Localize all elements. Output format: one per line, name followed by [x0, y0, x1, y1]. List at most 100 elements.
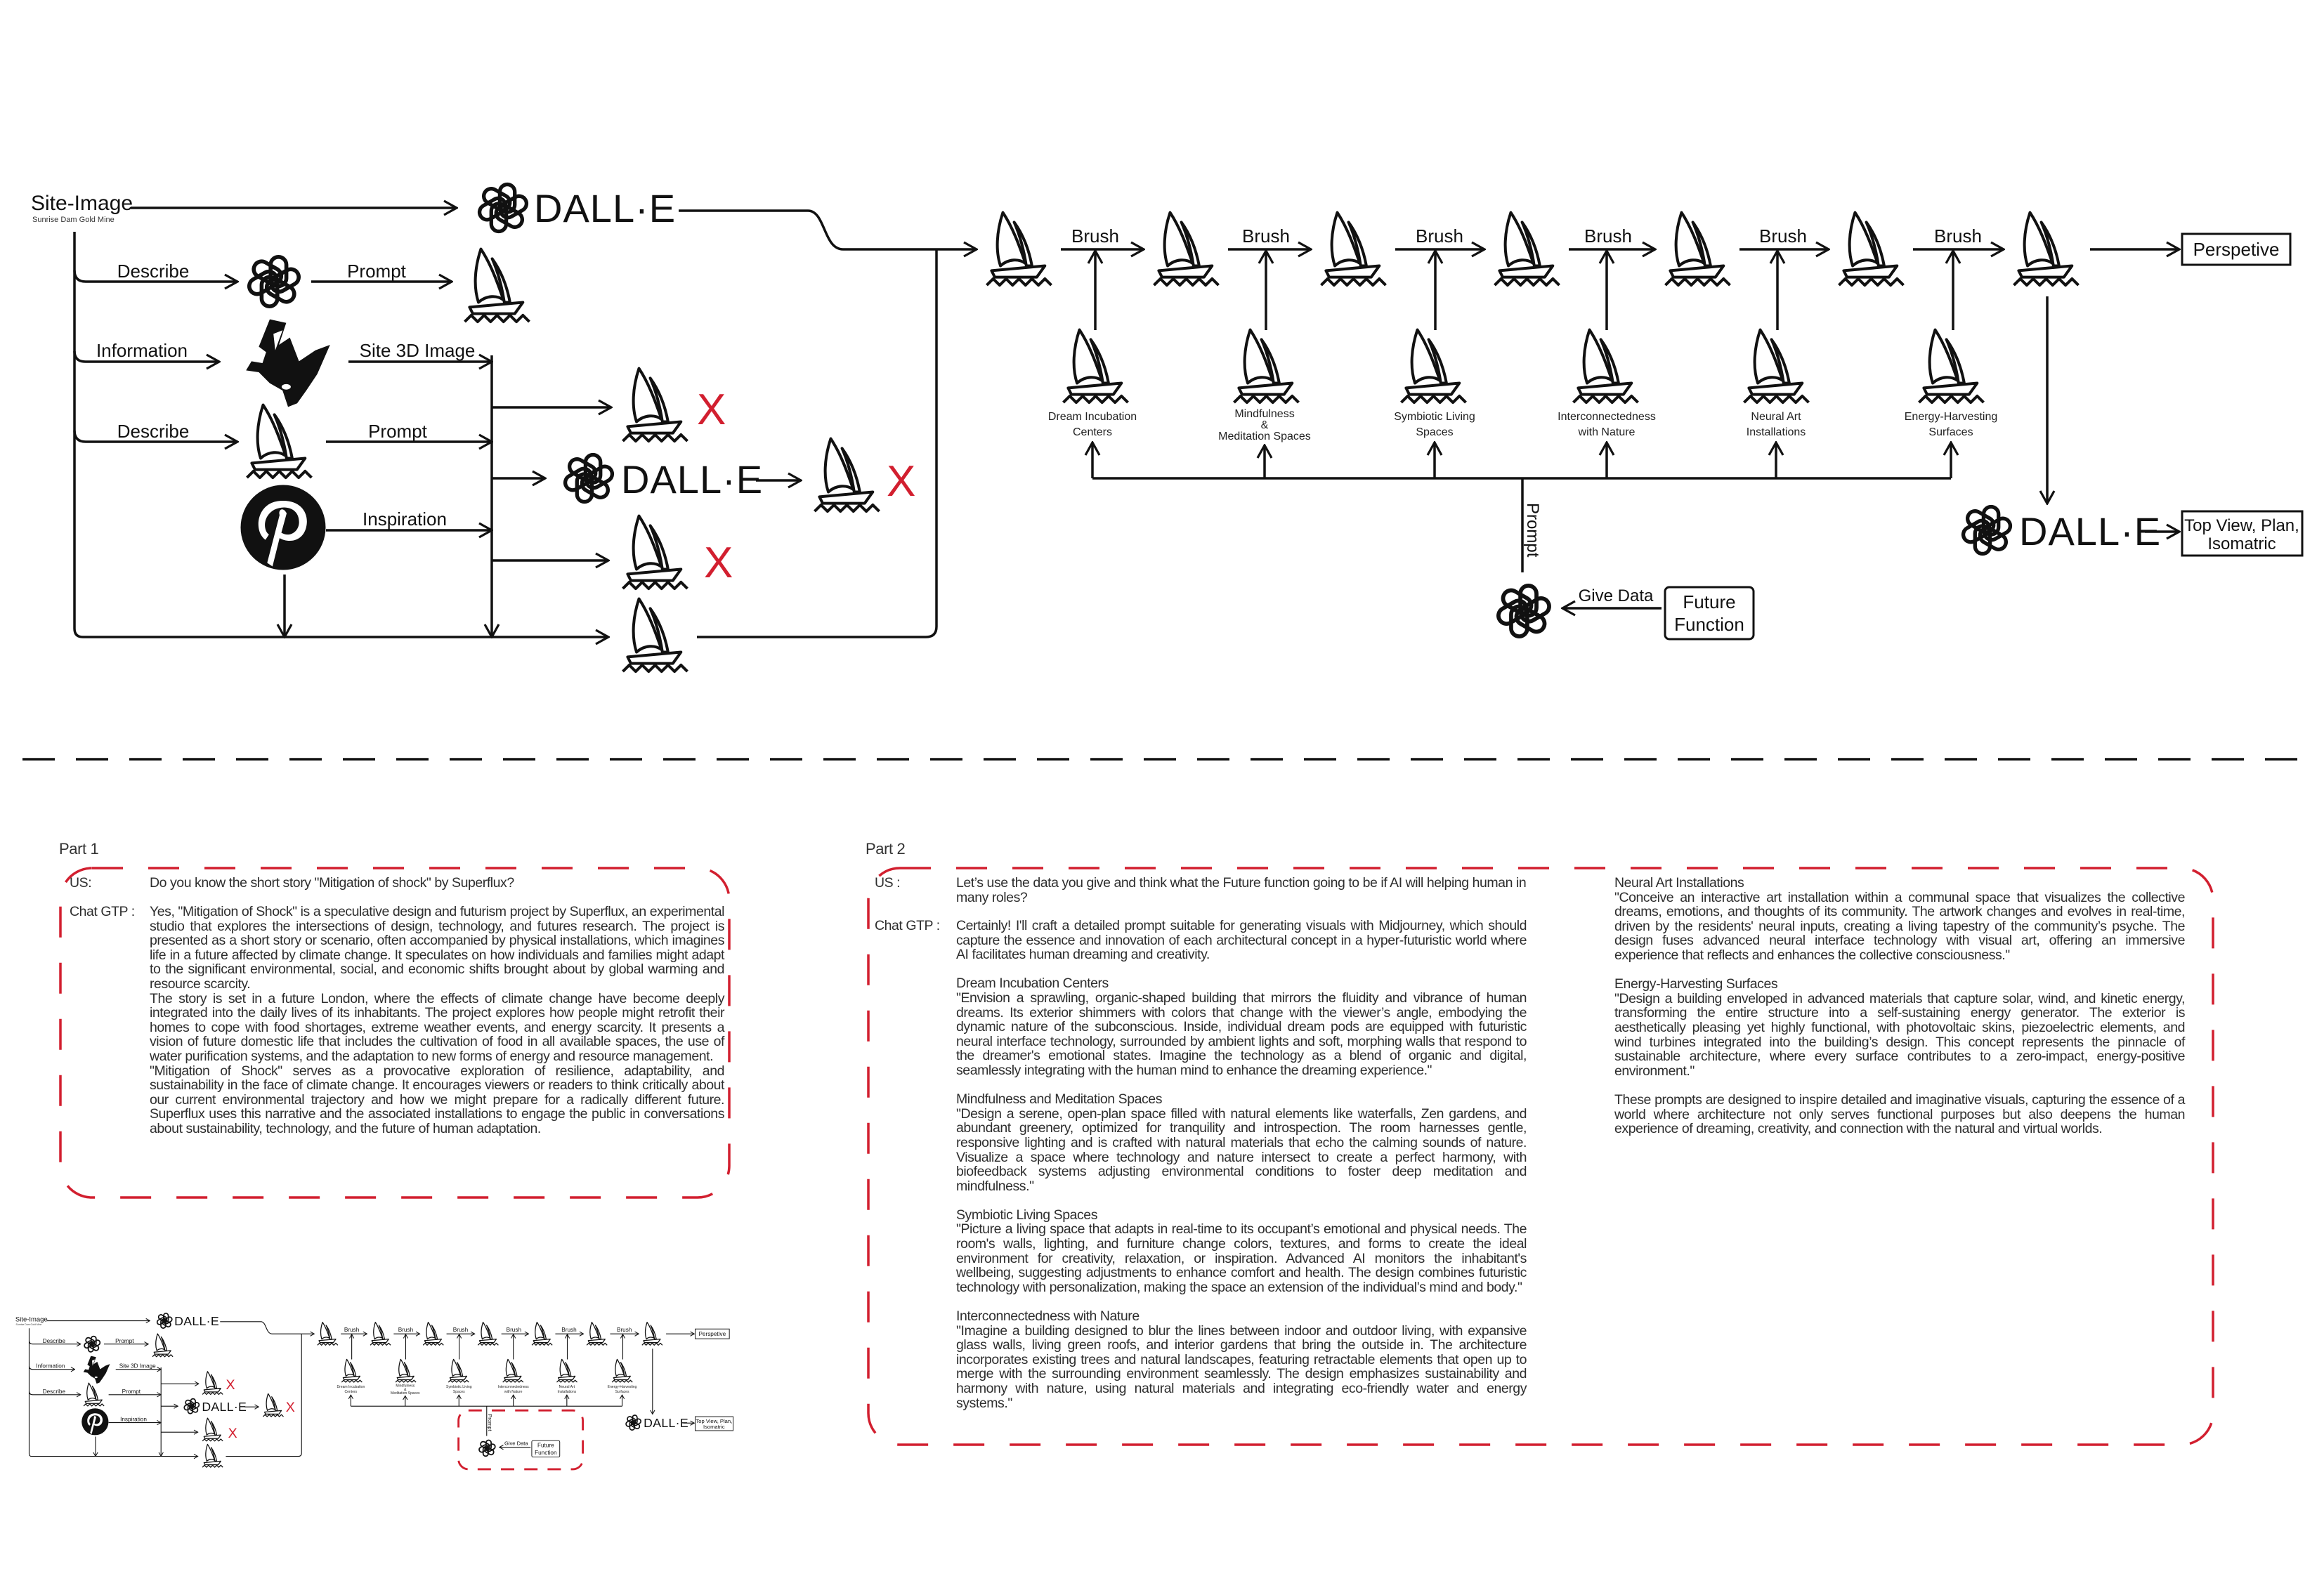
- rhino-icon: [246, 319, 330, 407]
- dalle-label: DALL·E: [2019, 509, 2161, 553]
- part2-column-2: Neural Art Installations "Conceive an in…: [1614, 876, 2185, 1136]
- part2-us-text: Let’s use the data you give and think wh…: [956, 875, 1527, 905]
- part2-label: Part 2: [866, 840, 906, 858]
- openai-icon: [477, 185, 530, 232]
- brush-chain: Brush Brush Brush Brush Brush Brush Drea…: [987, 213, 2304, 641]
- thumbnail-highlight: [457, 1409, 585, 1471]
- section-title: Symbiotic Living Spaces: [956, 1207, 1097, 1223]
- midjourney-boat-icon: [1839, 213, 1904, 286]
- section-text: "Picture a living space that adapts in r…: [956, 1221, 1527, 1295]
- concept-label: Meditation Spaces: [1218, 431, 1311, 442]
- part1-gpt-label: Chat GTP :: [70, 904, 135, 919]
- future-function-box: [1664, 586, 1755, 641]
- section-title: Neural Art Installations: [1614, 875, 1744, 891]
- part2-frame: [867, 867, 2214, 1446]
- midjourney-boat-icon: [1574, 330, 1638, 402]
- prompt-vertical-label: Prompt: [1523, 503, 1542, 558]
- midjourney-boat-icon: [2014, 213, 2079, 286]
- arrow-describe-2: [73, 430, 237, 442]
- future-function-label: Future: [1683, 591, 1735, 612]
- concept-label: Symbiotic Living: [1394, 411, 1475, 423]
- perspective-box: [2181, 232, 2292, 266]
- section-text: "Design a serene, open-plan space filled…: [956, 1105, 1527, 1194]
- section-title: Energy-Harvesting Surfaces: [1614, 976, 1778, 992]
- concept-label: Installations: [1747, 426, 1806, 438]
- section-text: "Conceive an interactive art installatio…: [1614, 889, 2185, 963]
- concept-label: Mindfulness: [1234, 408, 1294, 420]
- concept-label: Interconnectedness: [1558, 411, 1656, 423]
- top-view-label: Isomatric: [2207, 534, 2276, 553]
- brush-label: Brush: [1759, 225, 1807, 247]
- section-title: Mindfulness and Meditation Spaces: [956, 1091, 1162, 1108]
- workflow-thumbnail: [15, 1313, 733, 1471]
- brush-label: Brush: [1416, 225, 1463, 247]
- site-image-label: Site-Image: [31, 192, 133, 215]
- workflow-diagram: Site-Image Sunrise Dam Gold Mine DALL·E …: [31, 185, 2304, 672]
- openai-icon: [247, 257, 302, 306]
- midjourney-boat-icon: [1321, 213, 1386, 286]
- closing: These prompts are designed to inspire de…: [1614, 1091, 2185, 1137]
- describe-label-2: Describe: [117, 421, 190, 442]
- pinterest-icon: [240, 485, 326, 570]
- midjourney-boat-icon: [1666, 213, 1730, 286]
- prompt-label-2: Prompt: [368, 421, 428, 442]
- concept-label: Neural Art: [1751, 411, 1801, 423]
- concept-label: Surfaces: [1928, 426, 1973, 438]
- trunk-line: [73, 232, 608, 638]
- give-data-label: Give Data: [1579, 586, 1654, 605]
- rejected-x: X: [704, 539, 733, 587]
- rejected-x: X: [697, 386, 726, 434]
- concept-label: &: [1261, 419, 1269, 431]
- connector: [679, 209, 936, 251]
- perspective-label: Perspetive: [2193, 239, 2280, 260]
- brush-label: Brush: [1584, 225, 1632, 247]
- midjourney-boat-icon: [1154, 213, 1219, 286]
- intro: Certainly! I'll craft a detailed prompt …: [956, 918, 1527, 963]
- brush-label: Brush: [1934, 225, 1982, 247]
- top-view-label: Top View, Plan,: [2184, 516, 2299, 535]
- arrow-describe-1: [73, 270, 237, 282]
- site-subtitle: Sunrise Dam Gold Mine: [32, 216, 115, 224]
- concept-labels: Dream Incubation Centers Mindfulness & M…: [1048, 408, 1997, 442]
- section-title: Dream Incubation Centers: [956, 976, 1109, 992]
- midjourney-boat-icon: [1919, 330, 1984, 402]
- concept-label: Spaces: [1416, 426, 1453, 438]
- part2-gpt-label: Chat GTP :: [875, 918, 940, 933]
- paragraph: Yes, "Mitigation of Shock" is a speculat…: [150, 904, 724, 992]
- section-text: "Design a building enveloped in advanced…: [1614, 990, 2185, 1079]
- part1-us-text: Do you know the short story "Mitigation …: [150, 875, 514, 891]
- inspiration-label: Inspiration: [363, 508, 447, 530]
- section-text: "Imagine a building designed to blur the…: [956, 1322, 1527, 1411]
- midjourney-boat-icon: [987, 213, 1052, 286]
- openai-icon: [1496, 586, 1553, 636]
- concept-label: with Nature: [1578, 426, 1636, 438]
- concept-label: Energy-Harvesting: [1905, 411, 1998, 423]
- dalle-label: DALL·E: [621, 457, 763, 501]
- section-title: Interconnectedness with Nature: [956, 1308, 1140, 1325]
- describe-label-1: Describe: [117, 261, 190, 282]
- dalle-label: DALL·E: [534, 186, 676, 230]
- rejected-x: X: [887, 457, 915, 506]
- connector-to-chain: [697, 249, 938, 638]
- midjourney-boat-icon: [1402, 330, 1466, 402]
- openai-icon: [563, 455, 615, 502]
- section-text: "Envision a sprawling, organic-shaped bu…: [956, 990, 1527, 1078]
- arrow-information: [73, 350, 219, 362]
- concept-label: Dream Incubation: [1048, 411, 1137, 423]
- part1-gpt-response: Yes, "Mitigation of Shock" is a speculat…: [150, 905, 724, 1136]
- paragraph: "Mitigation of Shock" serves as a provoc…: [150, 1063, 724, 1136]
- openai-icon: [1961, 507, 2013, 554]
- part2-us-label: US :: [875, 875, 901, 891]
- midjourney-boat-icon: [247, 405, 312, 478]
- midjourney-boat-icon: [623, 516, 688, 589]
- midjourney-boat-icon: [1495, 213, 1560, 286]
- site-3d-label: Site 3D Image: [360, 340, 476, 361]
- future-function-label: Function: [1674, 614, 1744, 635]
- brush-label: Brush: [1242, 225, 1290, 247]
- part2-column-1: Certainly! I'll craft a detailed prompt …: [956, 919, 1527, 1410]
- midjourney-boat-icon: [623, 369, 688, 442]
- midjourney-boat-icon: [815, 439, 880, 512]
- top-view-box: [2181, 510, 2304, 557]
- part1-frame: [59, 867, 731, 1199]
